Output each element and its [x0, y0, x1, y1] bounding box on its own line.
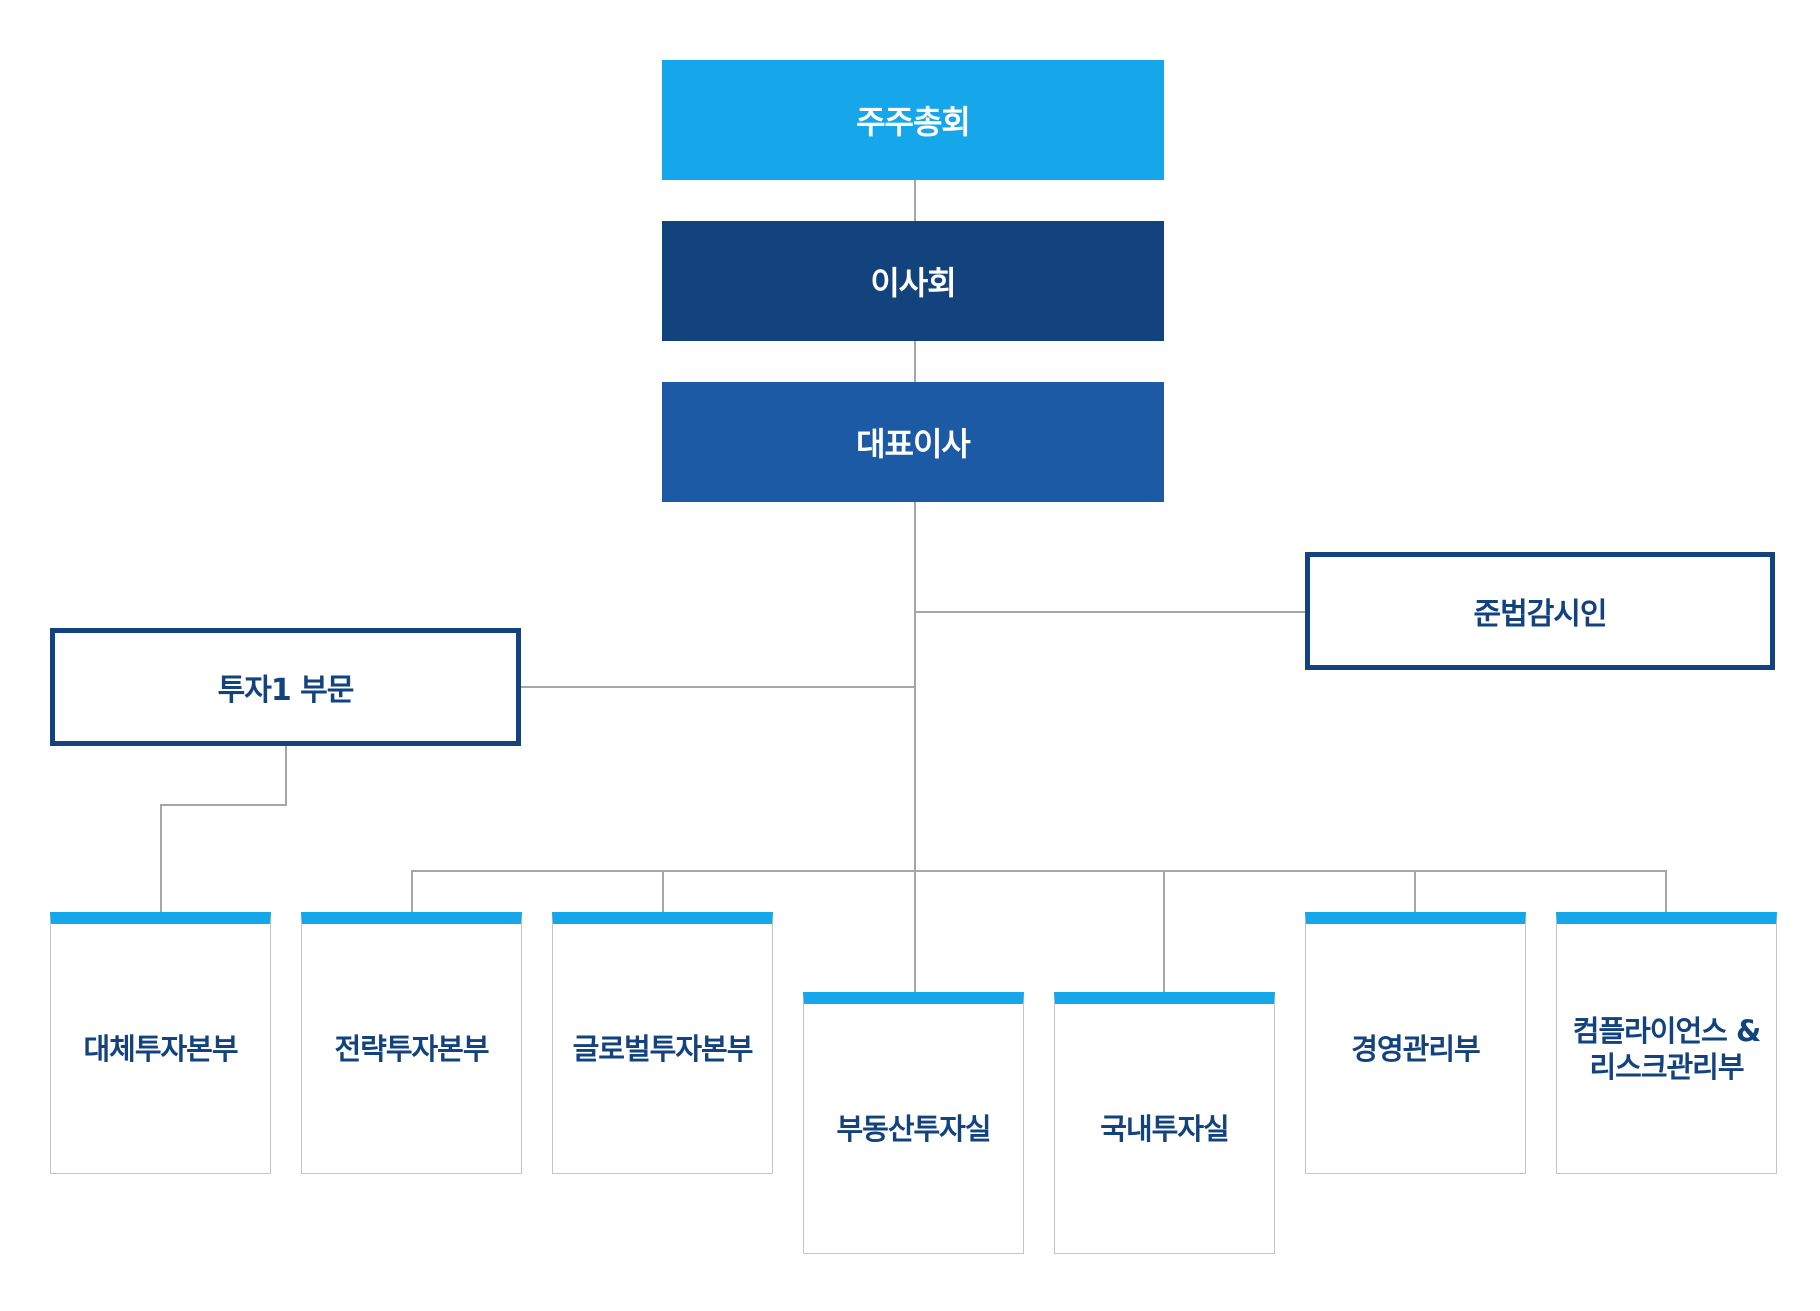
connector-investment-division: [520, 686, 915, 688]
dept-box-real-estate-investment: 부동산투자실: [803, 992, 1024, 1254]
connector-dept-horizontal: [411, 870, 1667, 872]
dept-box-alternative-investment: 대체투자본부: [50, 912, 271, 1174]
dept-label-domestic-investment: 국내투자실: [1100, 1111, 1229, 1146]
connector-dept2: [411, 870, 413, 912]
dept-label-management: 경영관리부: [1351, 1031, 1480, 1066]
connector-ceo-trunk: [914, 502, 916, 994]
ceo-box: 대표이사: [662, 382, 1164, 502]
connector-dept5: [1163, 870, 1165, 992]
dept-label-global-investment: 글로벌투자본부: [572, 1031, 754, 1066]
connector-board-ceo: [914, 341, 916, 382]
connector-dept6: [1414, 870, 1416, 912]
investment-division-label: 투자1 부문: [217, 673, 355, 708]
connector-compliance: [915, 611, 1309, 613]
connector-division-to-dept1: [160, 804, 162, 912]
shareholders-meeting-label: 주주총회: [856, 103, 971, 141]
dept-label-strategic-investment: 전략투자본부: [334, 1031, 489, 1066]
dept-label-real-estate-investment: 부동산투자실: [836, 1111, 991, 1146]
dept-box-compliance-risk: 컴플라이언스 & 리스크관리부: [1556, 912, 1777, 1174]
compliance-officer-box: 준법감시인: [1305, 552, 1775, 670]
shareholders-meeting-box: 주주총회: [662, 60, 1164, 180]
dept-label-alternative-investment: 대체투자본부: [83, 1031, 238, 1066]
compliance-officer-label: 준법감시인: [1473, 597, 1608, 632]
dept-label-compliance-risk: 컴플라이언스 & 리스크관리부: [1572, 1013, 1761, 1084]
connector-division-down: [285, 745, 287, 805]
connector-dept7: [1665, 870, 1667, 912]
connector-shareholders-board: [914, 180, 916, 221]
dept-box-strategic-investment: 전략투자본부: [301, 912, 522, 1174]
board-of-directors-box: 이사회: [662, 221, 1164, 341]
investment-division-box: 투자1 부문: [50, 628, 521, 746]
board-of-directors-label: 이사회: [870, 264, 956, 302]
connector-division-elbow: [160, 804, 287, 806]
dept-box-domestic-investment: 국내투자실: [1054, 992, 1275, 1254]
dept-box-management: 경영관리부: [1305, 912, 1526, 1174]
dept-box-global-investment: 글로벌투자본부: [552, 912, 773, 1174]
connector-dept3: [662, 870, 664, 912]
ceo-label: 대표이사: [856, 425, 971, 463]
